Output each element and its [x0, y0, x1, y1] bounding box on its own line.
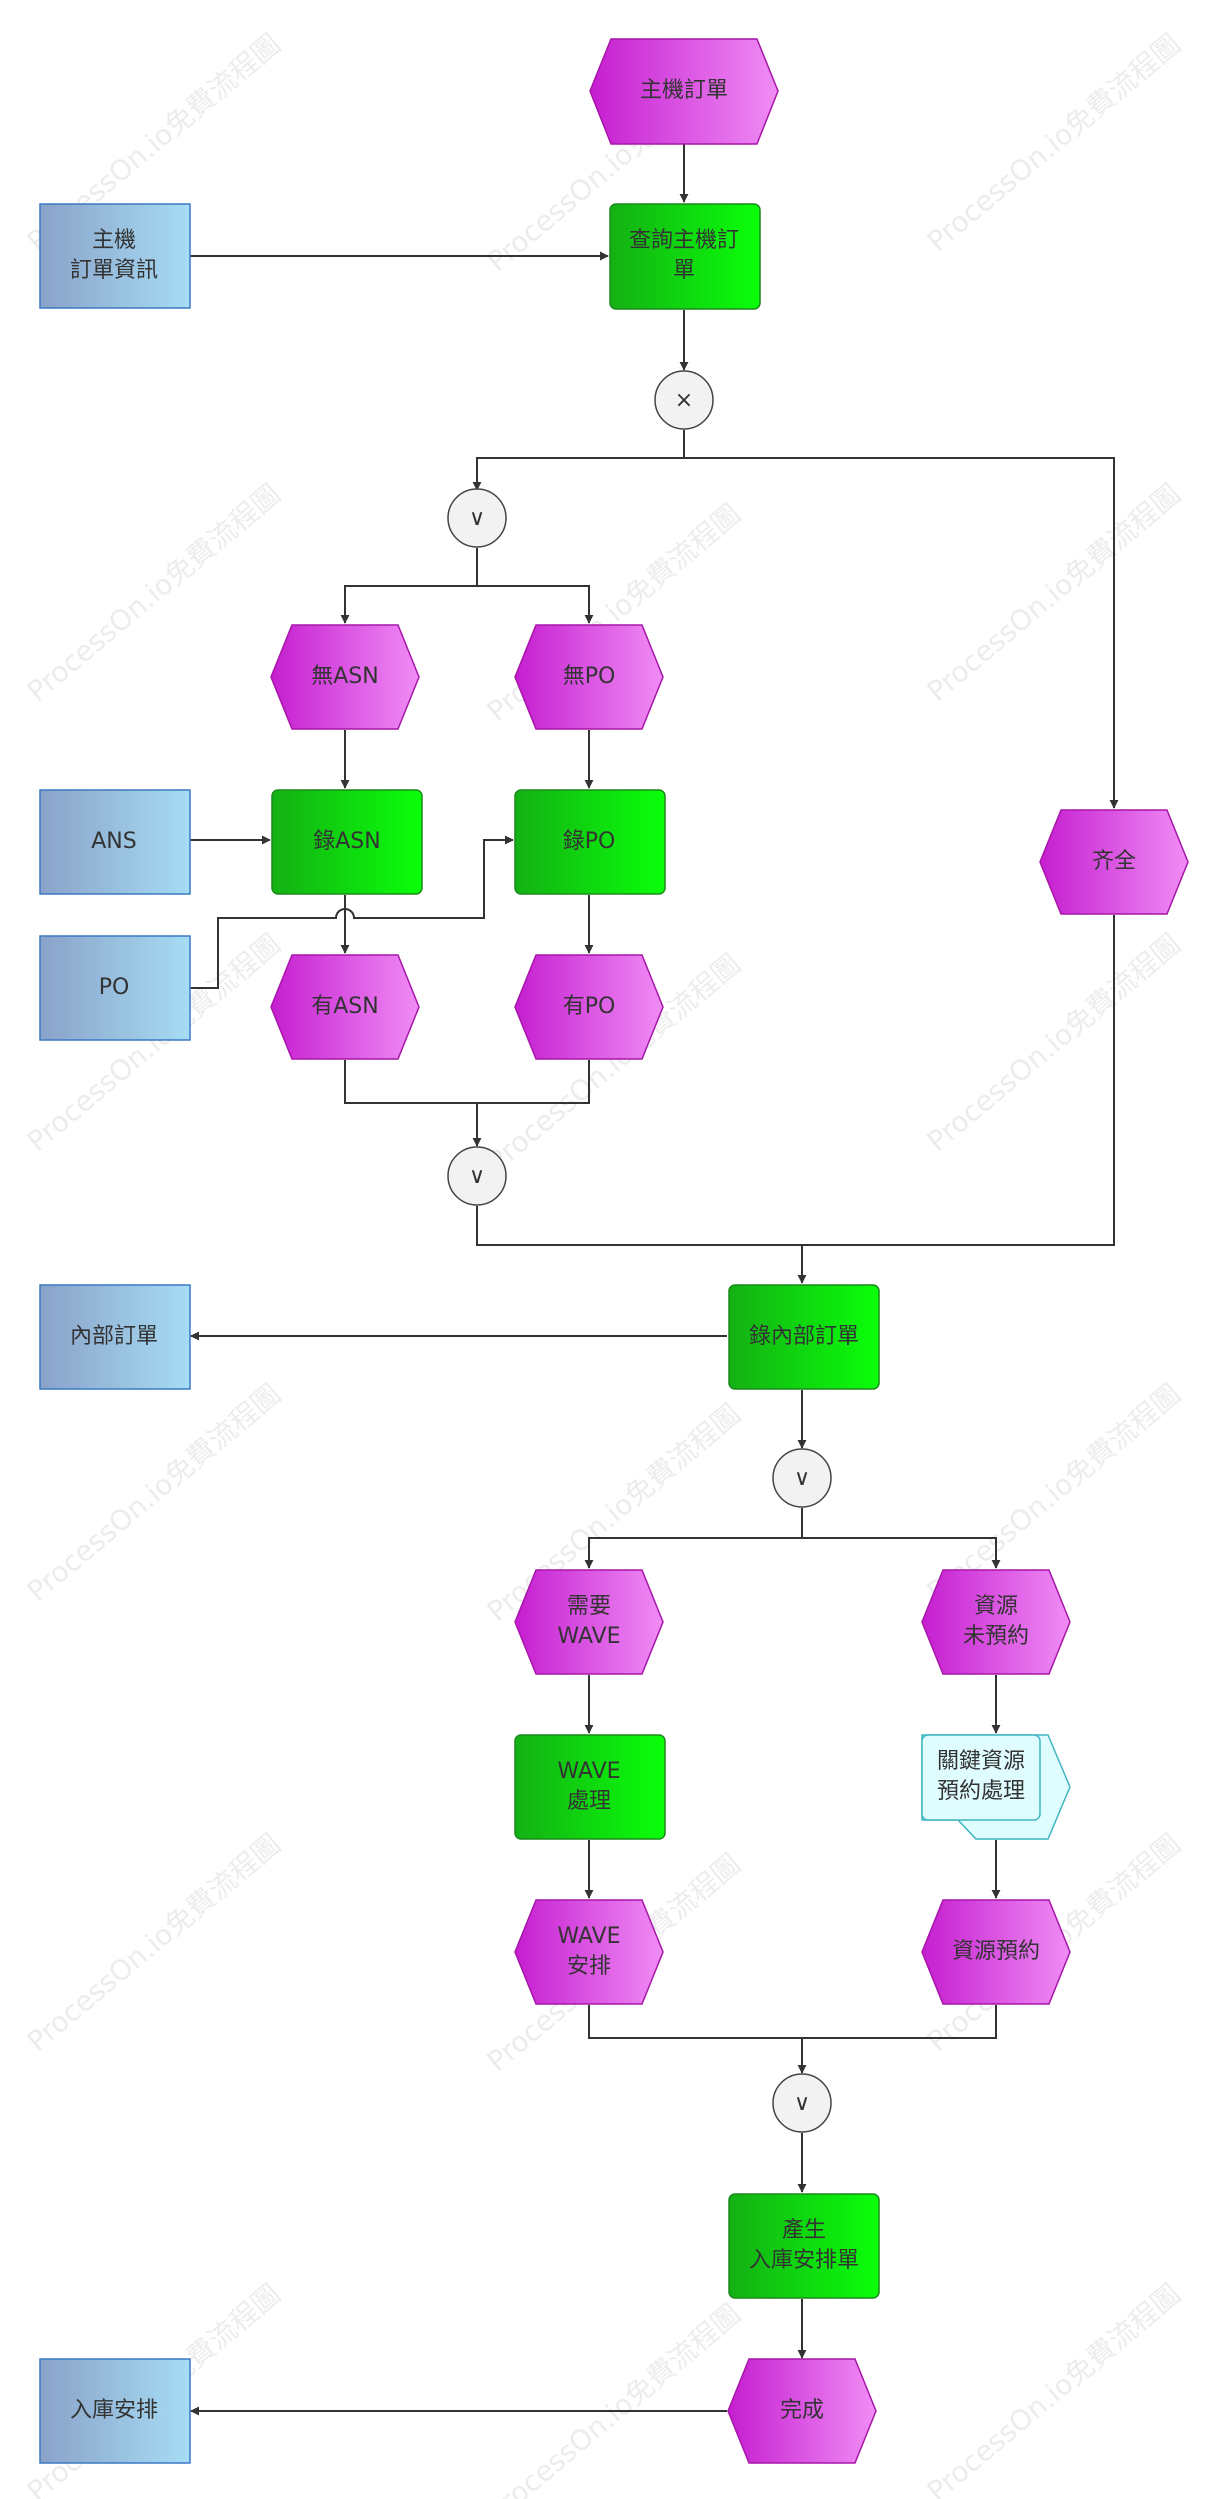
- event-no-asn-label: 無ASN: [311, 664, 378, 689]
- event-resource-reserved: 資源預約: [921, 1899, 1071, 2005]
- event-host-order: 主機訂單: [589, 38, 779, 145]
- event-no-po-label: 無PO: [563, 664, 616, 689]
- connector-or-3: ∨: [772, 1448, 832, 1508]
- connector-or-1-symbol: ∨: [469, 506, 485, 531]
- function-record-internal-order-label: 錄內部訂單: [749, 1324, 859, 1349]
- edge-wave-arranged-to-or4: [588, 2005, 807, 2074]
- event-done-label: 完成: [780, 2398, 824, 2423]
- event-no-po: 無PO: [514, 624, 664, 730]
- function-record-po: 錄PO: [514, 789, 666, 895]
- event-resource-unreserved-label: 資源未預約: [963, 1594, 1029, 1649]
- edge-has-po-to-or2: [477, 1060, 590, 1104]
- event-has-asn: 有ASN: [270, 954, 420, 1060]
- edge-or1-split-left: [340, 548, 478, 624]
- event-done: 完成: [727, 2358, 877, 2464]
- connector-or-1: ∨: [447, 488, 507, 548]
- edge-or3-split-right: [802, 1537, 1001, 1569]
- info-internal-order: 內部訂單: [39, 1284, 191, 1390]
- function-record-asn: 錄ASN: [271, 789, 423, 895]
- subprocess-key-resource-reservation: 關鍵資源預約處理: [921, 1734, 1071, 1840]
- event-complete: 齐全: [1039, 809, 1189, 915]
- edge-or2-to-record-internal: [476, 1206, 807, 1284]
- watermark-text: ProcessOn.io免費流程圖: [21, 1377, 287, 1608]
- edge-has-asn-to-or2: [344, 1060, 482, 1147]
- edge-complete-to-record-internal: [802, 915, 1115, 1246]
- function-record-po-label: 錄PO: [563, 829, 616, 854]
- watermark-text: ProcessOn.io免費流程圖: [921, 477, 1187, 708]
- watermark-text: ProcessOn.io免費流程圖: [481, 2297, 747, 2499]
- event-complete-label: 齐全: [1092, 849, 1136, 874]
- function-record-asn-label: 錄ASN: [313, 829, 380, 854]
- event-has-po-label: 有PO: [563, 994, 616, 1019]
- watermark-text: ProcessOn.io免費流程圖: [921, 2277, 1187, 2499]
- edge-reserved-to-or4: [802, 2005, 997, 2039]
- event-has-po: 有PO: [514, 954, 664, 1060]
- connector-or-3-symbol: ∨: [794, 1466, 810, 1491]
- watermark-text: ProcessOn.io免費流程圖: [921, 927, 1187, 1158]
- watermark-text: ProcessOn.io免費流程圖: [21, 477, 287, 708]
- connector-or-2: ∨: [447, 1146, 507, 1206]
- info-host-order-info: 主機訂單資訊: [39, 203, 191, 309]
- connector-xor: ×: [654, 370, 714, 430]
- watermark-text: ProcessOn.io免費流程圖: [921, 27, 1187, 258]
- event-no-asn: 無ASN: [270, 624, 420, 730]
- connector-or-2-symbol: ∨: [469, 1164, 485, 1189]
- info-inbound-arrangement: 入庫安排: [39, 2358, 191, 2464]
- event-resource-unreserved: 資源未預約: [921, 1569, 1071, 1675]
- function-generate-arrangement: 產生入庫安排單: [728, 2193, 880, 2299]
- edge-or3-split-left: [584, 1508, 803, 1569]
- event-has-asn-label: 有ASN: [311, 994, 378, 1019]
- info-po: PO: [39, 935, 191, 1041]
- info-internal-order-label: 內部訂單: [70, 1324, 158, 1349]
- subprocess-key-resource-reservation-label: 關鍵資源預約處理: [937, 1749, 1025, 1804]
- connector-or-4-symbol: ∨: [794, 2091, 810, 2116]
- info-ans: ANS: [39, 789, 191, 895]
- event-host-order-label: 主機訂單: [640, 78, 728, 103]
- watermark-layer: ProcessOn.io免費流程圖 ProcessOn.io免費流程圖 Proces…: [21, 27, 1187, 2499]
- event-resource-reserved-label: 資源預約: [952, 1939, 1040, 1964]
- connector-xor-symbol: ×: [675, 388, 693, 413]
- edge-or1-split-right: [477, 585, 594, 624]
- info-inbound-arrangement-label: 入庫安排: [70, 2398, 158, 2423]
- edge-xor-split-right: [684, 457, 1119, 809]
- watermark-text: ProcessOn.io免費流程圖: [21, 1827, 287, 2058]
- function-query-host-order-label: 查詢主機訂單: [629, 228, 739, 283]
- edges: [190, 144, 1119, 2416]
- function-query-host-order: 查詢主機訂單: [609, 203, 761, 310]
- function-generate-arrangement-label: 產生入庫安排單: [749, 2218, 859, 2273]
- connector-or-4: ∨: [772, 2073, 832, 2133]
- info-host-order-info-label: 主機訂單資訊: [70, 228, 158, 283]
- function-record-internal-order: 錄內部訂單: [728, 1284, 880, 1390]
- edge-xor-split-left: [472, 430, 685, 491]
- info-po-label: PO: [99, 975, 130, 1000]
- info-ans-label: ANS: [91, 829, 136, 854]
